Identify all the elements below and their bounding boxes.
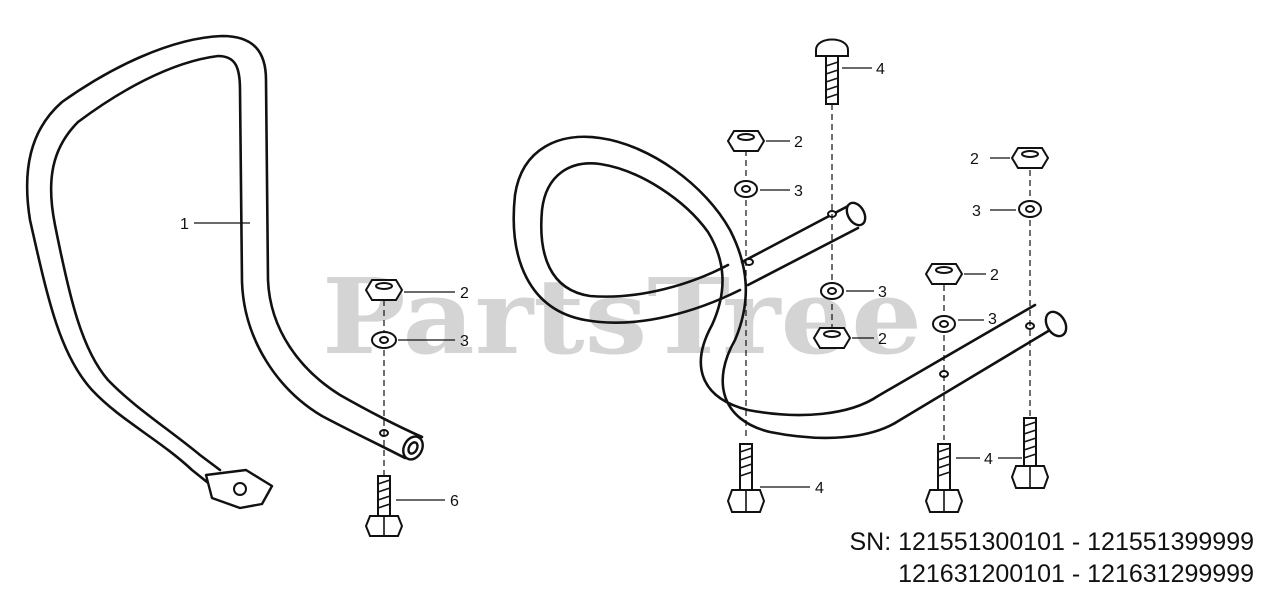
svg-text:2: 2 xyxy=(794,134,803,151)
svg-text:2: 2 xyxy=(878,331,887,348)
svg-text:2: 2 xyxy=(990,267,999,284)
svg-text:3: 3 xyxy=(988,311,997,328)
nut-b xyxy=(812,327,852,349)
serial-line-1: SN: 121551300101 - 121551399999 xyxy=(849,528,1254,556)
lock-washer-c xyxy=(932,315,956,333)
svg-text:3: 3 xyxy=(794,183,803,200)
svg-text:4: 4 xyxy=(815,480,824,497)
lock-washer-a xyxy=(734,180,758,198)
watermark: PartsTree xyxy=(322,255,922,378)
svg-text:1: 1 xyxy=(180,216,189,233)
lock-washer-d xyxy=(1018,200,1042,218)
carriage-bolt-bottom-c xyxy=(1010,417,1050,489)
nut-c xyxy=(924,263,964,285)
svg-text:3: 3 xyxy=(878,284,887,301)
callout-1: 1 xyxy=(180,216,250,233)
svg-text:6: 6 xyxy=(450,493,459,510)
hex-bolt-part-6 xyxy=(364,475,404,537)
handle-bar-part-1 xyxy=(25,34,424,510)
svg-text:2: 2 xyxy=(460,285,469,302)
svg-text:2: 2 xyxy=(970,151,979,168)
serial-line-2: 121631200101 - 121631299999 xyxy=(898,560,1254,588)
handle-bar-right xyxy=(512,135,1068,440)
svg-text:3: 3 xyxy=(460,333,469,350)
svg-text:4: 4 xyxy=(984,451,993,468)
serial-number-range: SN: 121551300101 - 121551399999 12163120… xyxy=(849,526,1254,590)
carriage-bolt-bottom-b xyxy=(924,443,964,513)
lock-washer-b xyxy=(820,282,844,300)
lock-washer-left xyxy=(371,331,397,349)
nut-a xyxy=(726,130,766,152)
svg-text:3: 3 xyxy=(972,203,981,220)
carriage-bolt-top xyxy=(815,38,849,105)
nut-d xyxy=(1010,147,1050,169)
carriage-bolt-bottom-a xyxy=(726,443,766,513)
nut-left xyxy=(364,279,404,301)
svg-text:4: 4 xyxy=(876,61,885,78)
